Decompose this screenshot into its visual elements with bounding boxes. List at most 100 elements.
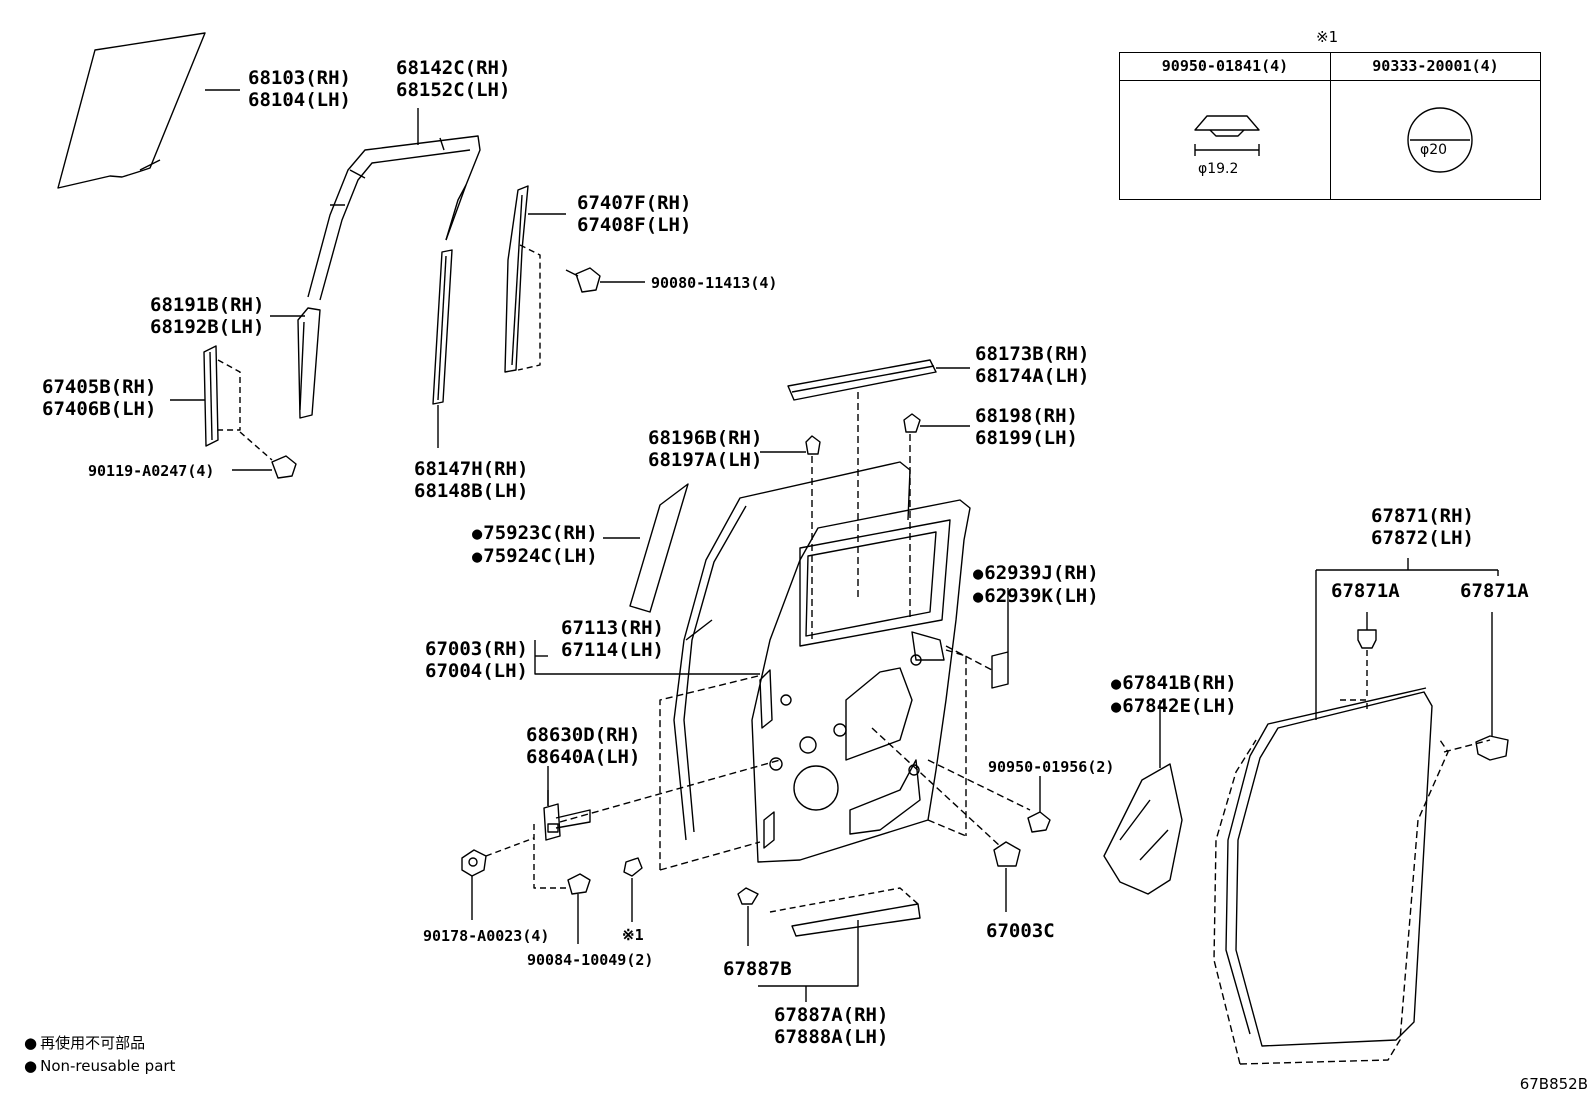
callout-col2-dim: φ20 xyxy=(1420,142,1448,158)
legend-en: Non-reusable part xyxy=(24,1057,175,1075)
label-67871a-left: 67871A xyxy=(1331,580,1400,602)
label-67003: 67003(RH) 67004(LH) xyxy=(425,638,528,682)
label-67871-rh: 67871(RH) xyxy=(1371,505,1474,527)
label-90178: 90178-A0023(4) xyxy=(423,927,550,945)
clip-68198 xyxy=(903,413,921,620)
leader-67113 xyxy=(685,619,713,641)
label-67887a-rh: 67887A(RH) xyxy=(774,1004,889,1026)
label-68196-lh: 68197A(LH) xyxy=(648,449,763,471)
door-inner-panel xyxy=(751,499,971,863)
door-glass-part xyxy=(57,32,206,189)
service-cover-part xyxy=(1103,700,1183,895)
label-68147-rh: 68147H(RH) xyxy=(414,458,529,480)
label-67113-rh: 67113(RH) xyxy=(561,617,664,639)
label-68191: 68191B(RH) 68192B(LH) xyxy=(150,294,264,338)
leader-67887a xyxy=(758,920,859,987)
label-68147: 68147H(RH) 68148B(LH) xyxy=(414,458,528,502)
label-62939-rh: 62939J(RH) xyxy=(973,562,1098,585)
label-67405: 67405B(RH) 67406B(LH) xyxy=(42,376,156,420)
label-68142-rh: 68142C(RH) xyxy=(396,57,511,79)
label-67113: 67113(RH) 67114(LH) xyxy=(561,617,664,661)
label-68630-rh: 68630D(RH) xyxy=(526,724,641,746)
label-68198-rh: 68198(RH) xyxy=(975,405,1078,427)
label-67887a: 67887A(RH) 67888A(LH) xyxy=(774,1004,888,1048)
label-67871-lh: 67872(LH) xyxy=(1371,527,1474,549)
blackout-tape-part xyxy=(629,483,689,613)
nut-90178 xyxy=(461,837,535,920)
label-67405-rh: 67405B(RH) xyxy=(42,376,157,398)
label-67887b: 67887B xyxy=(723,958,792,980)
bolt-90080 xyxy=(565,267,601,293)
label-68198: 68198(RH) 68199(LH) xyxy=(975,405,1078,449)
leader-67003 xyxy=(534,640,760,675)
clip-67871a-side xyxy=(1475,612,1509,761)
weatherstrip-part xyxy=(1213,687,1491,1065)
label-68173-rh: 68173B(RH) xyxy=(975,343,1090,365)
label-67407-rh: 67407F(RH) xyxy=(577,192,692,214)
label-67407: 67407F(RH) 67408F(LH) xyxy=(577,192,691,236)
plug-circle-icon xyxy=(1407,107,1473,173)
label-68142-lh: 68152C(LH) xyxy=(396,79,511,101)
label-note1: ※1 xyxy=(622,926,644,944)
grommet-90950 xyxy=(1027,776,1051,833)
assembly-lines xyxy=(559,649,1031,871)
label-67887a-lh: 67888A(LH) xyxy=(774,1026,889,1048)
label-68191-lh: 68192B(LH) xyxy=(150,316,265,338)
division-bar-part xyxy=(504,185,541,373)
leader-67871 xyxy=(1315,558,1499,720)
label-67003-rh: 67003(RH) xyxy=(425,638,528,660)
label-75923-lh: 75924C(LH) xyxy=(472,545,597,568)
bolt-90084 xyxy=(567,873,591,944)
clip-67887b xyxy=(737,887,759,946)
label-68630: 68630D(RH) 68640A(LH) xyxy=(526,724,640,768)
label-67841: 67841B(RH) 67842E(LH) xyxy=(1111,672,1236,718)
label-68103-rh: 68103(RH) xyxy=(248,67,351,89)
bolt-90119 xyxy=(239,431,297,479)
label-68142: 68142C(RH) 68152C(LH) xyxy=(396,57,510,101)
label-75923: 75923C(RH) 75924C(LH) xyxy=(472,522,597,568)
callout-divider xyxy=(1330,53,1331,199)
label-68147-lh: 68148B(LH) xyxy=(414,480,529,502)
label-68198-lh: 68199(LH) xyxy=(975,427,1078,449)
callout-col1-part: 90950-01841(4) xyxy=(1120,53,1331,81)
label-68173: 68173B(RH) 68174A(LH) xyxy=(975,343,1089,387)
legend-jp: 再使用不可部品 xyxy=(24,1032,145,1053)
label-90119: 90119-A0247(4) xyxy=(88,462,215,480)
callout-col2-part: 90333-20001(4) xyxy=(1331,53,1540,81)
clip-68196 xyxy=(805,435,821,640)
label-68103: 68103(RH) 68104(LH) xyxy=(248,67,351,111)
rear-run-channel-part xyxy=(432,249,453,405)
door-check-part xyxy=(533,790,591,889)
label-68191-rh: 68191B(RH) xyxy=(150,294,265,316)
label-67841-rh: 67841B(RH) xyxy=(1111,672,1236,695)
label-67405-lh: 67406B(LH) xyxy=(42,398,157,420)
door-outer-panel xyxy=(673,461,911,841)
label-90950: 90950-01956(2) xyxy=(988,758,1115,776)
label-75923-rh: 75923C(RH) xyxy=(472,522,597,545)
diagram-ref-code: 67B852B xyxy=(1519,1075,1588,1093)
bracket-part xyxy=(203,345,241,447)
window-frame-channel-part xyxy=(307,135,481,301)
callout-table: 90950-01841(4) 90333-20001(4) φ19.2 φ20 xyxy=(1119,52,1541,200)
label-68630-lh: 68640A(LH) xyxy=(526,746,641,768)
label-67841-lh: 67842E(LH) xyxy=(1111,695,1236,718)
rocker-moulding-part xyxy=(769,887,921,937)
belt-moulding-part xyxy=(787,359,937,600)
label-68173-lh: 68174A(LH) xyxy=(975,365,1090,387)
label-68103-lh: 68104(LH) xyxy=(248,89,351,111)
plug-note1 xyxy=(623,857,643,922)
label-67113-lh: 67114(LH) xyxy=(561,639,664,661)
label-67871a-right: 67871A xyxy=(1460,580,1529,602)
callout-note-marker: ※1 xyxy=(1316,28,1339,46)
label-68196-rh: 68196B(RH) xyxy=(648,427,763,449)
label-90084: 90084-10049(2) xyxy=(527,951,654,969)
label-62939: 62939J(RH) 62939K(LH) xyxy=(973,562,1098,608)
label-67003c: 67003C xyxy=(986,920,1055,942)
label-67871: 67871(RH) 67872(LH) xyxy=(1371,505,1474,549)
clip-67871a-top xyxy=(1340,612,1377,712)
stopper-67003c xyxy=(993,841,1021,912)
label-90080: 90080-11413(4) xyxy=(651,274,778,292)
run-channel-part xyxy=(297,307,321,419)
